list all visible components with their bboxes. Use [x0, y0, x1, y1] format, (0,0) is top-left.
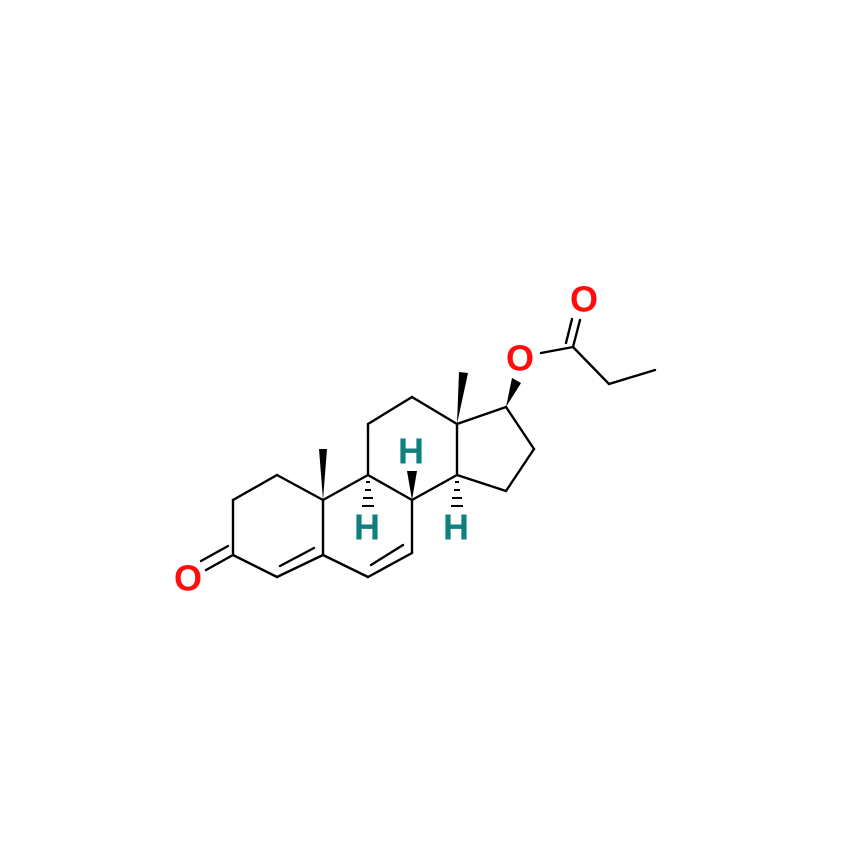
atom-h8: H: [398, 431, 424, 472]
bond-c7-c6: [366, 551, 414, 579]
bond-c10-c9: [321, 473, 370, 502]
bond-c-o-carbonyl: [571, 318, 582, 349]
bond-c2-c1: [231, 473, 279, 502]
bond-c6-c5: [321, 553, 370, 579]
bond-c16-c17: [504, 405, 536, 451]
bond-c14-c8: [410, 473, 459, 502]
bond-ch2-ch3: [607, 368, 657, 386]
bond-c15-c16: [504, 447, 536, 493]
bond-c3-o: [204, 553, 235, 572]
hash-c9-h: [362, 481, 374, 507]
bond-o-ccarbonyl: [539, 345, 575, 355]
bond-c12-c13: [410, 395, 459, 426]
bond-c3-o-double: [199, 544, 230, 563]
bond-c-ch2: [571, 345, 611, 386]
bond-c17-c13: [455, 405, 508, 426]
atom-o-ketone: O: [174, 558, 202, 599]
bond-c5-c4-double: [278, 546, 316, 568]
wedge-c8-h: [407, 471, 417, 500]
wedge-c10-methyl: [319, 449, 327, 500]
bond-c7-c6-double: [369, 543, 405, 567]
bond-c11-c12: [366, 395, 414, 426]
atom-h14: H: [443, 507, 469, 548]
wedge-c13-methyl: [457, 372, 468, 424]
bond-c14-c15: [455, 473, 508, 493]
bond-c9-c8: [366, 473, 414, 502]
bond-c5-c4: [275, 553, 325, 579]
atom-o-ester: O: [506, 338, 534, 379]
bond-c4-c3: [231, 553, 279, 579]
atom-labels: O O O H H H: [174, 279, 598, 599]
atom-o-carbonyl: O: [570, 279, 598, 320]
bond-c1-c10: [275, 473, 325, 502]
wedge-c17-o: [506, 378, 521, 407]
bonds: [199, 317, 657, 579]
hash-c14-h: [451, 481, 463, 507]
atom-h9: H: [354, 507, 380, 548]
bond-c-o-carbonyl-double: [564, 317, 574, 345]
